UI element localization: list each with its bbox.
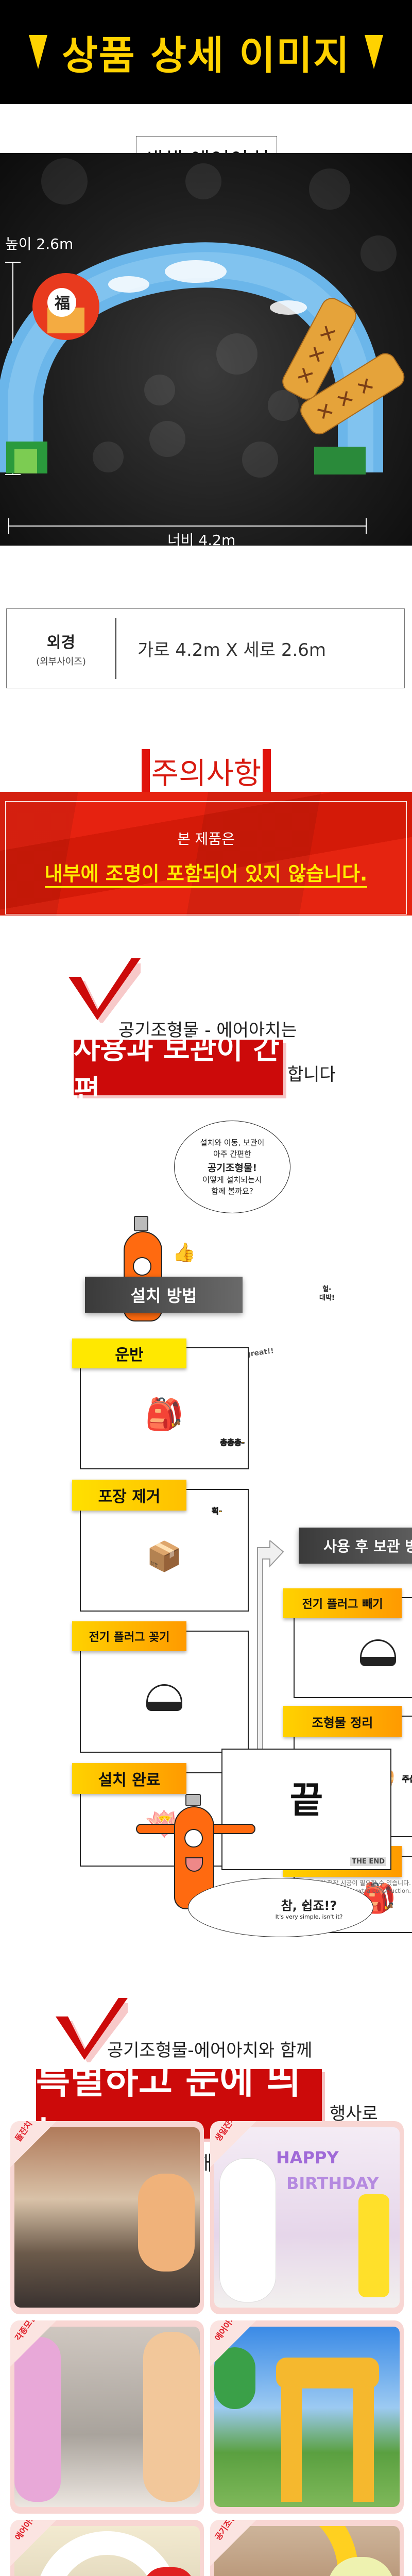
width-label: 너비 4.2m [167,532,236,546]
gallery-item[interactable]: 생일잔치 HAPPY BIRTHDAY [210,2121,404,2314]
caution-line-2: 내부에 조명이 포함되어 있지 않습니다. [44,858,368,888]
step-tag-unwrap: 포장 제거 [72,1480,186,1511]
gallery-item[interactable]: 돌잔치 [10,2121,204,2314]
socket-icon [146,1684,182,1711]
easy-intro: 공기조형물 - 에어아치는 [118,1020,297,1041]
socket-icon [360,1639,396,1666]
spec-sublabel: (외부사이즈) [36,656,86,667]
closing-big: 참, 쉽죠!? [281,1898,337,1913]
triangle-down-icon [365,35,384,69]
the-end-badge: THE END [350,1857,386,1866]
easy-tail: 합니다 [287,1064,336,1085]
gallery-item[interactable]: 공기조형물 [210,2520,404,2576]
air-arch-illustration: 福 ✕ ✕ ✕ ✕ ✕ ✕ [0,242,405,474]
gallery-item[interactable]: 에어아치 [10,2520,204,2576]
triangle-down-icon [28,35,47,69]
checkmark-icon [56,1998,128,2062]
checkmark-icon [68,958,141,1023]
spec-label: 외경 [46,633,76,652]
spec-value: 가로 4.2m X 세로 2.6m [138,640,327,660]
spec-divider [115,618,116,679]
height-label: 높이 2.6m [5,235,74,252]
closing-bubble: 참, 쉽죠!? It's very simple, isn't it? [188,1878,373,1937]
caution-title: 주의사항 [150,749,263,792]
end-glyph: 끝 [289,1779,323,1821]
page-title: 상품 상세 이미지 [61,32,351,78]
product-image: 높이 2.6m 福 ✕ ✕ ✕ ✕ ✕ ✕ 너비 4.2m [0,153,412,546]
special-intro: 공기조형물-에어아치와 함께 [107,2040,313,2061]
gallery-item[interactable]: 에어아치 [210,2320,404,2514]
burst-text: 헐- 대박! [319,1285,335,1302]
easy-highlight: 사용과 보관이 간편 [74,1032,283,1108]
step-tag-fold: 조형물 정리 [283,1706,402,1737]
closing-small: It's very simple, isn't it? [275,1913,343,1920]
install-title: 설치 방법 [85,1277,243,1313]
svg-text:福: 福 [54,295,70,313]
special-tail: 행사로 [330,2104,378,2124]
photo-party-room [14,2327,200,2507]
gallery-item[interactable]: 각종모임 [10,2320,204,2514]
caution-header: 주의사항 [142,749,271,792]
width-dimension-line [8,518,367,534]
step-tag-plug-in: 전기 플러그 꽂기 [72,1621,186,1651]
step-tag-complete: 설치 완료 [72,1763,186,1794]
mascot-carrying-icon: 🎒 [145,1396,184,1433]
storage-title: 사용 후 보관 방법 [299,1528,412,1564]
thumbs-up-icon: 👍 [173,1242,196,1263]
caution-line-1: 본 제품은 [177,831,235,848]
spec-label-cell: 외경 (외부사이즈) [7,609,115,688]
top-banner: 상품 상세 이미지 [0,0,412,104]
caution-box: 본 제품은 내부에 조명이 포함되어 있지 않습니다. [0,792,412,916]
spec-table: 외경 (외부사이즈) 가로 4.2m X 세로 2.6m [6,608,405,688]
unwrap-icon: 📦 [146,1539,182,1573]
photo-party-hall [14,2127,200,2308]
step-tag-unplug: 전기 플러그 빼기 [283,1588,402,1618]
end-panel: 끝 THE END [221,1749,391,1870]
speech-bubble: 설치와 이동, 보관이 아주 간편한 공기조형물! 어떻게 설치되는지 함께 볼… [174,1121,290,1213]
step-tag-transport: 운반 [72,1338,186,1368]
